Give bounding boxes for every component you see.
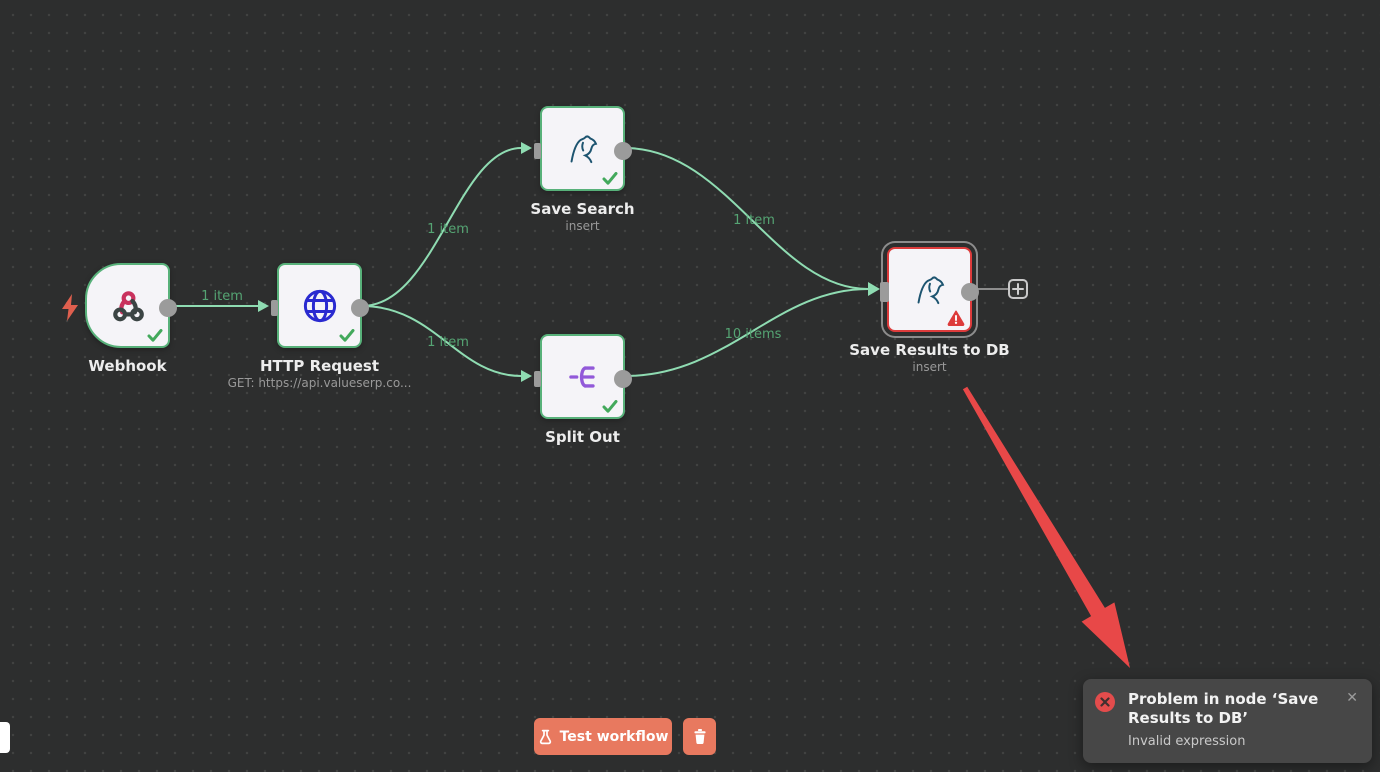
output-connector[interactable]	[614, 369, 632, 388]
toast-title: Problem in node ‘Save Results to DB’	[1128, 690, 1319, 727]
split-out-icon	[568, 365, 595, 388]
error-toast: Problem in node ‘Save Results to DB’ Inv…	[1083, 679, 1372, 763]
node-subtitle: insert	[565, 219, 600, 233]
success-check-icon	[147, 329, 163, 342]
flask-icon	[539, 729, 551, 744]
node-subtitle: insert	[912, 360, 947, 374]
node-title: HTTP Request	[260, 357, 379, 375]
webhook-icon	[112, 290, 144, 321]
node-split-out[interactable]: Split Out	[534, 334, 632, 446]
add-node-button[interactable]	[1008, 279, 1028, 299]
trash-icon	[693, 729, 706, 745]
node-title: Webhook	[88, 357, 167, 375]
connection-items-label: 1 item	[201, 289, 243, 304]
connection-wire[interactable]	[361, 147, 522, 307]
node-title: Save Search	[530, 200, 635, 218]
node-save-results-to-db[interactable]: Save Results to DB insert	[849, 247, 1010, 374]
connection-arrow-icon	[521, 370, 532, 382]
node-http-request[interactable]: HTTP Request GET: https://api.valueserp.…	[228, 263, 411, 390]
trigger-bolt-icon	[62, 294, 78, 321]
test-workflow-label: Test workflow	[559, 728, 669, 745]
connection-wire[interactable]	[361, 305, 522, 377]
error-circle-icon	[1095, 692, 1115, 712]
success-check-icon	[339, 329, 355, 342]
globe-icon	[303, 289, 336, 322]
input-connector[interactable]	[534, 370, 541, 387]
input-connector[interactable]	[271, 299, 278, 316]
plus-icon	[1012, 283, 1024, 295]
output-connector[interactable]	[159, 298, 177, 317]
delete-workflow-button[interactable]	[683, 718, 716, 755]
error-warning-icon	[947, 310, 965, 326]
connection-items-label: 10 items	[725, 327, 782, 342]
input-connector[interactable]	[880, 281, 889, 302]
output-connector[interactable]	[614, 141, 632, 160]
mysql-icon	[570, 134, 597, 163]
output-connector[interactable]	[961, 282, 979, 301]
node-subtitle: GET: https://api.valueserp.co...	[227, 376, 412, 390]
node-save-search[interactable]: Save Search insert	[530, 106, 635, 233]
connection-arrow-icon	[258, 300, 269, 312]
toast-message: Invalid expression	[1128, 734, 1246, 749]
test-workflow-button[interactable]: Test workflow	[534, 718, 672, 755]
node-webhook[interactable]: Webhook	[85, 263, 177, 375]
edge-panel-sliver	[0, 722, 10, 753]
success-check-icon	[602, 400, 618, 413]
mysql-icon	[917, 275, 944, 304]
input-connector[interactable]	[534, 142, 541, 159]
connection-wire[interactable]	[624, 288, 869, 377]
connection-arrow-icon	[521, 142, 532, 154]
close-icon[interactable]: ✕	[1346, 690, 1358, 706]
connection-arrow-icon	[868, 282, 880, 296]
node-title: Save Results to DB	[849, 341, 1010, 359]
connection-wire[interactable]	[624, 147, 869, 290]
node-title: Split Out	[545, 428, 620, 446]
output-connector[interactable]	[351, 298, 369, 317]
success-check-icon	[602, 172, 618, 185]
